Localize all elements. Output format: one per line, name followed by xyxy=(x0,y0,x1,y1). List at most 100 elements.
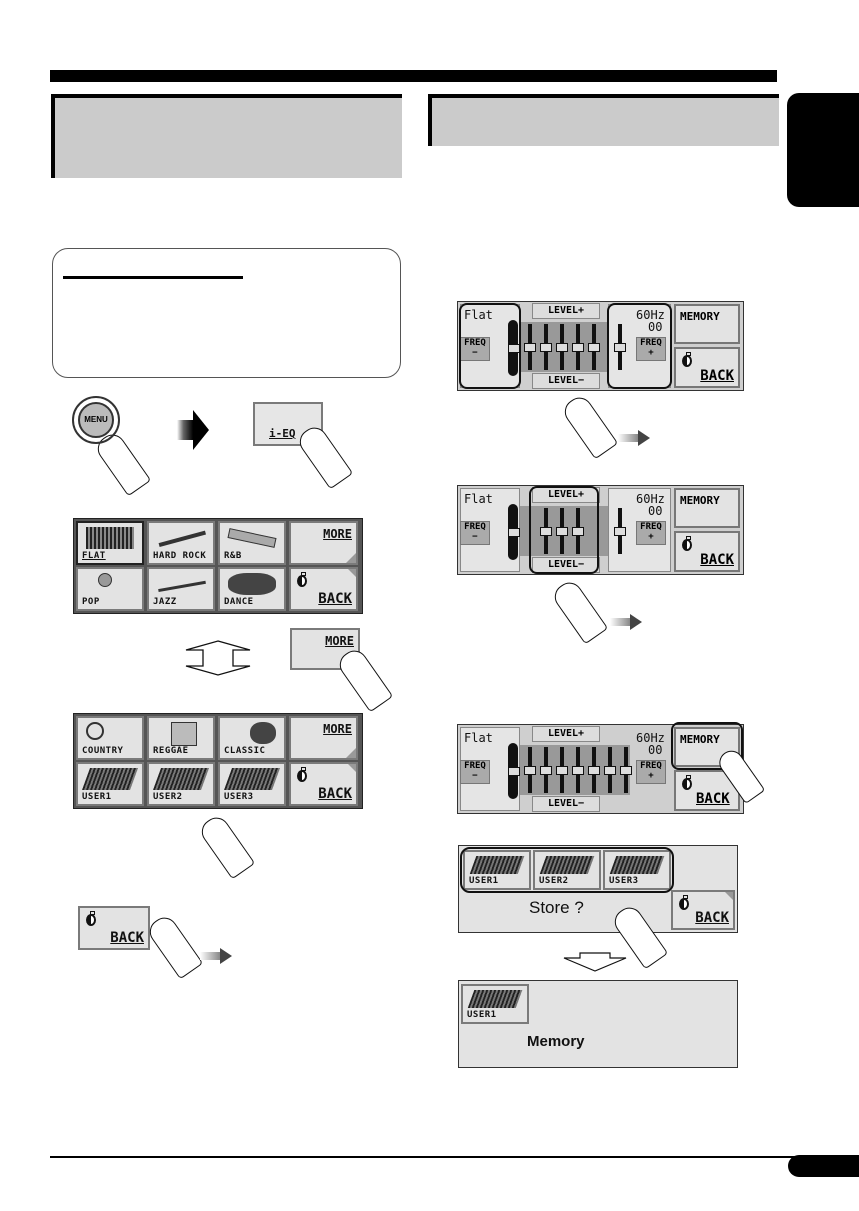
memory-button[interactable]: MEMORY xyxy=(674,304,740,344)
selected-band-slider[interactable] xyxy=(508,504,520,560)
ieq-button[interactable]: i-EQ xyxy=(253,402,323,446)
eq-slider[interactable] xyxy=(556,324,568,370)
turntable-icon xyxy=(228,573,276,595)
slider-knob xyxy=(556,527,568,536)
eq-level-value: 00 xyxy=(648,320,663,334)
eq-slider[interactable] xyxy=(524,324,536,370)
language-tab xyxy=(787,93,859,207)
finger-icon xyxy=(559,392,619,460)
eq-frequency: 60Hz xyxy=(636,308,665,322)
store-user2[interactable]: USER2 xyxy=(533,850,601,890)
eq-slider[interactable] xyxy=(524,747,536,793)
preset-pop[interactable]: POP xyxy=(76,567,144,611)
freq-plus-button[interactable]: FREQ+ xyxy=(636,337,666,361)
mixer-icon xyxy=(81,768,139,790)
back-label: BACK xyxy=(700,368,734,384)
preset-label: USER1 xyxy=(82,792,112,802)
level-plus-button[interactable]: LEVEL+ xyxy=(532,303,600,319)
mixer-icon xyxy=(223,768,281,790)
freq-minus-button[interactable]: FREQ− xyxy=(460,760,490,784)
level-minus-button[interactable]: LEVEL− xyxy=(532,373,600,389)
eq-slider[interactable] xyxy=(572,508,584,554)
eq-screen-2: Flat FREQ− LEVEL+ LEVEL− 60Hz 00 FREQ+ M… xyxy=(457,485,744,575)
preset-hard-rock[interactable]: HARD ROCK xyxy=(147,521,215,565)
stopwatch-icon xyxy=(297,572,307,587)
eq-slider[interactable] xyxy=(540,324,552,370)
freq-plus-button[interactable]: FREQ+ xyxy=(636,760,666,784)
swipe-arrow-shaft xyxy=(200,952,220,960)
back-button[interactable]: BACK xyxy=(289,567,358,611)
freq-label: FREQ xyxy=(640,761,662,771)
banjo-icon xyxy=(86,722,104,740)
store-user3[interactable]: USER3 xyxy=(603,850,671,890)
preset-jazz[interactable]: JAZZ xyxy=(147,567,215,611)
back-button[interactable]: BACK xyxy=(289,762,358,806)
memory-label: MEMORY xyxy=(680,733,720,746)
swipe-arrow-shaft xyxy=(610,618,630,626)
stopwatch-icon xyxy=(86,911,96,926)
eq-slider[interactable] xyxy=(540,508,552,554)
back-label: BACK xyxy=(318,786,352,802)
preset-flat[interactable]: FLAT xyxy=(76,521,144,565)
more-label: MORE xyxy=(325,634,354,648)
store-user1[interactable]: USER1 xyxy=(463,850,531,890)
slider-knob xyxy=(540,766,552,775)
ieq-button-label: i-EQ xyxy=(269,427,296,440)
menu-button[interactable]: MENU xyxy=(72,396,120,444)
mixer-icon xyxy=(86,527,134,549)
eq-slider[interactable] xyxy=(614,508,626,554)
fold-corner xyxy=(725,892,733,900)
eq-slider[interactable] xyxy=(556,508,568,554)
preset-dance[interactable]: DANCE xyxy=(218,567,286,611)
preset-classic[interactable]: CLASSIC xyxy=(218,716,286,760)
preset-user1[interactable]: USER1 xyxy=(76,762,144,806)
selected-band-slider[interactable] xyxy=(508,743,520,799)
eq-level-value: 00 xyxy=(648,504,663,518)
highlight-users xyxy=(460,847,674,893)
more-button[interactable]: MORE xyxy=(289,521,358,565)
freq-sign: − xyxy=(472,771,478,781)
eq-slider[interactable] xyxy=(588,747,600,793)
stopwatch-icon xyxy=(679,895,689,910)
slider-knob xyxy=(614,527,626,536)
freq-minus-button[interactable]: FREQ− xyxy=(460,521,490,545)
back-label: BACK xyxy=(700,552,734,568)
preset-user2[interactable]: USER2 xyxy=(147,762,215,806)
preset-reggae[interactable]: REGGAE xyxy=(147,716,215,760)
slider-knob xyxy=(614,343,626,352)
back-button[interactable]: BACK xyxy=(671,890,735,930)
back-button[interactable]: BACK xyxy=(674,347,740,388)
freq-plus-button[interactable]: FREQ+ xyxy=(636,521,666,545)
eq-slider[interactable] xyxy=(556,747,568,793)
memory-label: MEMORY xyxy=(680,310,720,323)
slider-knob xyxy=(540,343,552,352)
arrow-right-icon xyxy=(638,430,650,446)
note-title-underline xyxy=(63,276,243,279)
eq-slider[interactable] xyxy=(620,747,632,793)
eq-slider[interactable] xyxy=(540,747,552,793)
freq-sign: + xyxy=(648,532,654,542)
level-plus-button[interactable]: LEVEL+ xyxy=(532,726,600,742)
slider-knob xyxy=(508,767,520,776)
preset-country[interactable]: COUNTRY xyxy=(76,716,144,760)
back-button-step[interactable]: BACK xyxy=(78,906,150,950)
slider-knob xyxy=(572,527,584,536)
eq-slider[interactable] xyxy=(588,324,600,370)
eq-slider[interactable] xyxy=(572,324,584,370)
memory-button[interactable]: MEMORY xyxy=(674,488,740,528)
level-minus-button[interactable]: LEVEL− xyxy=(532,796,600,812)
eq-screen-3: Flat FREQ− LEVEL+ LEVEL− 60Hz 00 FREQ+ M… xyxy=(457,722,744,814)
preset-label: HARD ROCK xyxy=(153,551,207,561)
eq-slider[interactable] xyxy=(604,747,616,793)
page-number-tab xyxy=(788,1155,859,1177)
back-button[interactable]: BACK xyxy=(674,531,740,572)
preset-user3[interactable]: USER3 xyxy=(218,762,286,806)
eq-slider[interactable] xyxy=(572,747,584,793)
eq-preset-name: Flat xyxy=(464,308,493,322)
memory-label: MEMORY xyxy=(680,494,720,507)
more-button[interactable]: MORE xyxy=(289,716,358,760)
mixer-icon xyxy=(467,990,523,1008)
slider-knob xyxy=(572,343,584,352)
eq-slider[interactable] xyxy=(614,324,626,370)
preset-rnb[interactable]: R&B xyxy=(218,521,286,565)
